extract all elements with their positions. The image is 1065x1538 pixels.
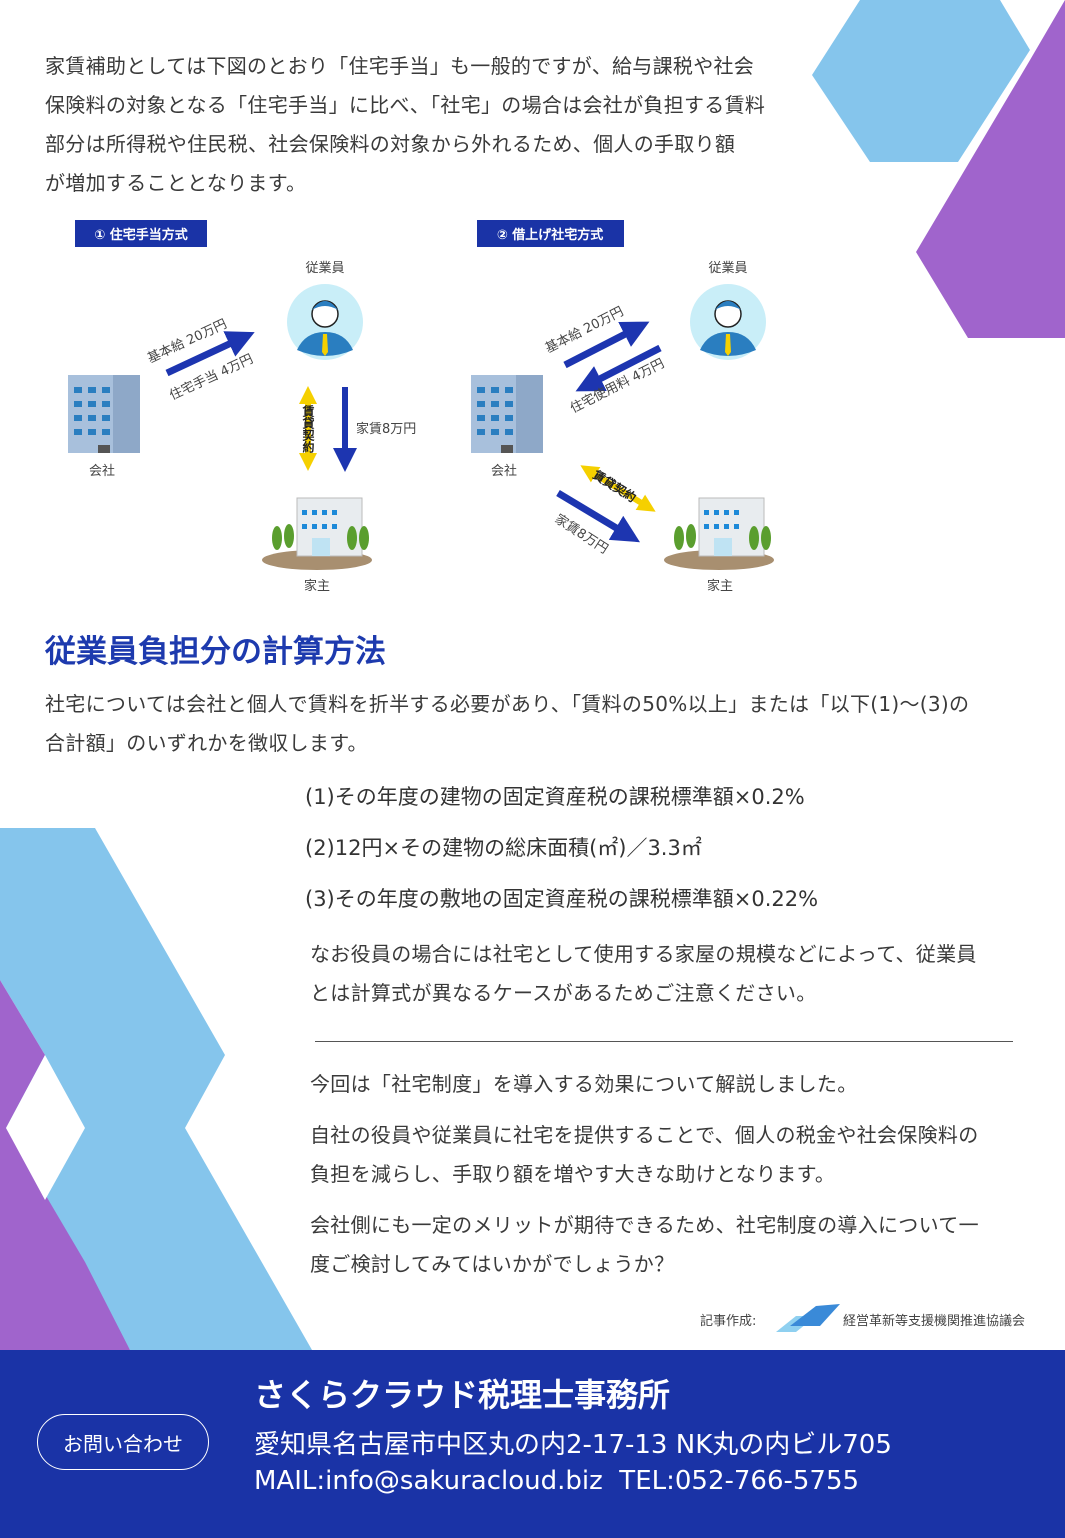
employee-label: 従業員 xyxy=(708,260,747,276)
section-body-line: 社宅については会社と個人で賃料を折半する必要があり、「賃料の50%以上」または「… xyxy=(45,692,970,716)
company-building-icon xyxy=(68,375,140,453)
note-line: とは計算式が異なるケースがあるためご注意ください。 xyxy=(310,981,817,1005)
section-body-line: 合計額」のいずれかを徴収します。 xyxy=(45,731,368,755)
employee-icon xyxy=(689,283,767,361)
diagram1-title: ① 住宅手当方式 xyxy=(94,227,188,243)
office-address: 愛知県名古屋市中区丸の内2-17-13 NK丸の内ビル705 xyxy=(254,1430,892,1460)
salary-arrow xyxy=(165,331,255,377)
usage-fee-arrow xyxy=(575,344,662,392)
company-label: 会社 xyxy=(89,463,115,479)
conclusion-line: 会社側にも一定のメリットが期待できるため、社宅制度の導入について一 xyxy=(310,1213,979,1237)
diagram-housing-allowance: ① 住宅手当方式 従業員 会社 基本給 20万円 住宅手当 4万円 賃貸契約 家… xyxy=(68,220,416,594)
contact-button[interactable]: お問い合わせ xyxy=(37,1414,209,1470)
company-label: 会社 xyxy=(491,463,517,479)
intro-line: 保険料の対象となる「住宅手当」に比べ、「社宅」の場合は会社が負担する賃料 xyxy=(45,93,766,117)
formula-2: (2)12円×その建物の総床面積(㎡)／3.3㎡ xyxy=(305,836,702,860)
divider xyxy=(315,1041,1013,1042)
intro-line: 家賃補助としては下図のとおり「住宅手当」も一般的ですが、給与課税や社会 xyxy=(45,54,755,78)
footer: お問い合わせ さくらクラウド税理士事務所 愛知県名古屋市中区丸の内2-17-13… xyxy=(0,1350,1065,1538)
rent-arrow xyxy=(556,489,641,543)
contract-label: 賃貸契約 xyxy=(590,466,640,505)
intro-line: 部分は所得税や住民税、社会保険料の対象から外れるため、個人の手取り額 xyxy=(45,132,736,156)
note-line: なお役員の場合には社宅として使用する家屋の規模などによって、従業員 xyxy=(310,942,977,966)
office-contact-info: MAIL:info@sakuracloud.biz TEL:052-766-57… xyxy=(254,1466,860,1496)
rent-label: 家賃8万円 xyxy=(356,421,416,437)
landlord-apartment-icon xyxy=(261,497,373,571)
salary-label: 基本給 20万円 xyxy=(145,317,229,367)
lease-contract-arrow xyxy=(580,465,656,512)
conclusion-line: 度ご検討してみてはいかがでしょうか？ xyxy=(310,1252,675,1276)
landlord-label: 家主 xyxy=(304,578,330,594)
conclusion-line: 今回は「社宅制度」を導入する効果について解説しました。 xyxy=(310,1072,858,1096)
salary-arrow xyxy=(563,321,650,369)
conclusion-line: 自社の役員や従業員に社宅を提供することで、個人の税金や社会保険料の xyxy=(310,1123,979,1147)
landlord-apartment-icon xyxy=(663,497,775,571)
salary-label: 基本給 20万円 xyxy=(543,304,626,356)
section-heading: 従業員負担分の計算方法 xyxy=(45,634,386,670)
company-building-icon xyxy=(471,375,543,453)
allowance-label: 住宅手当 4万円 xyxy=(167,352,255,404)
organization-logo xyxy=(776,1304,840,1332)
diagram2-title: ② 借上げ社宅方式 xyxy=(497,227,604,243)
landlord-label: 家主 xyxy=(707,578,733,594)
contract-label: 賃貸契約 xyxy=(301,404,315,454)
employee-icon xyxy=(286,283,364,361)
employee-label: 従業員 xyxy=(305,260,344,276)
credit-organization: 経営革新等支援機関推進協議会 xyxy=(843,1314,1026,1329)
credit-label: 記事作成: xyxy=(700,1314,757,1329)
usage-fee-label: 住宅使用料 4万円 xyxy=(568,355,667,416)
comparison-diagram: ① 住宅手当方式 従業員 会社 基本給 20万円 住宅手当 4万円 賃貸契約 家… xyxy=(68,220,775,594)
diagram-leased-company-housing: ② 借上げ社宅方式 従業員 会社 基本給 20万円 住宅使用料 4万円 賃貸契約… xyxy=(471,220,775,594)
office-name: さくらクラウド税理士事務所 xyxy=(254,1376,671,1414)
conclusion-line: 負担を減らし、手取り額を増やす大きな助けとなります。 xyxy=(310,1162,836,1186)
formula-1: (1)その年度の建物の固定資産税の課税標準額×0.2% xyxy=(305,785,805,809)
intro-line: が増加することとなります。 xyxy=(45,171,307,195)
formula-3: (3)その年度の敷地の固定資産税の課税標準額×0.22% xyxy=(305,887,819,911)
